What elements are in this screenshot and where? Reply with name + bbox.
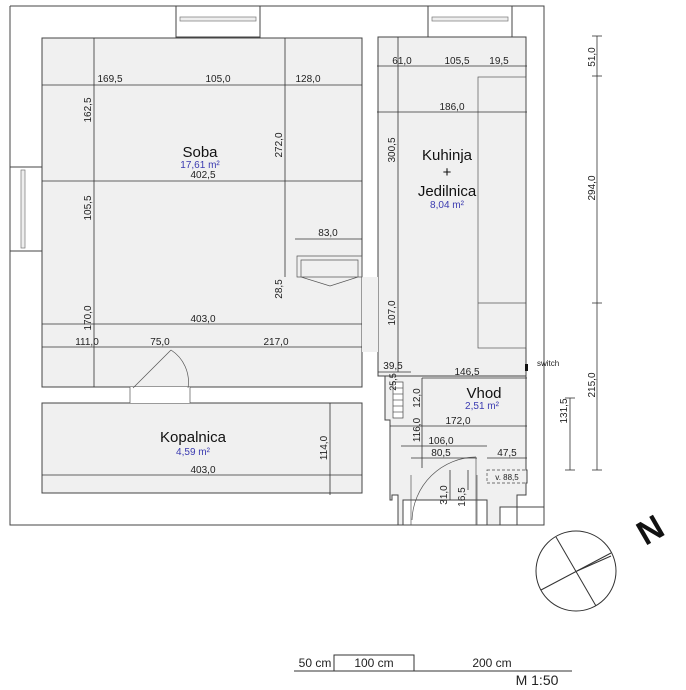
dim-label: 105,0 bbox=[205, 74, 230, 85]
dim-label: 12,0 bbox=[412, 388, 423, 408]
dim-label: 106,0 bbox=[428, 436, 453, 447]
dim-label: 51,0 bbox=[587, 47, 598, 67]
room-name-kopalnica: Kopalnica bbox=[160, 429, 227, 446]
room-kopalnica bbox=[41, 402, 363, 494]
stairs-icon bbox=[392, 381, 404, 419]
room-area-kuhinja: 8,04 m² bbox=[430, 200, 465, 211]
dim-label: 114,0 bbox=[319, 435, 330, 460]
dim-label: v. 88,5 bbox=[495, 473, 519, 482]
room-area-soba: 17,61 m² bbox=[180, 160, 220, 171]
dim-label: 272,0 bbox=[274, 132, 285, 157]
room-soba bbox=[41, 37, 363, 388]
dim-label: 107,0 bbox=[387, 300, 398, 325]
dim-label: 61,0 bbox=[392, 56, 412, 67]
scale-label-200: 200 cm bbox=[472, 656, 511, 670]
compass-icon bbox=[535, 530, 617, 612]
dim-label: 16,5 bbox=[457, 487, 468, 507]
dim-label: 111,0 bbox=[75, 337, 99, 348]
dim-label: 28,5 bbox=[274, 279, 285, 299]
room-name-kuhinja: Kuhinja bbox=[422, 147, 473, 164]
dimension-labels: 169,5 105,0 128,0 402,5 83,0 403,0 111,0… bbox=[75, 47, 598, 507]
dim-label: 83,0 bbox=[318, 228, 338, 239]
dashed-box bbox=[486, 469, 528, 484]
dim-label: 75,0 bbox=[150, 337, 170, 348]
switch-label: switch bbox=[537, 359, 559, 368]
dim-label: 172,0 bbox=[445, 416, 470, 427]
dim-label: 186,0 bbox=[439, 102, 464, 113]
window-soba-top bbox=[175, 5, 261, 38]
dim-label: 169,5 bbox=[97, 74, 122, 85]
dim-label: 170,0 bbox=[83, 305, 94, 330]
door-kopalnica bbox=[129, 349, 191, 403]
north-label: N bbox=[630, 508, 670, 553]
room-name-soba: Soba bbox=[182, 144, 218, 161]
scale-ratio: M 1:50 bbox=[516, 672, 559, 688]
scale-label-100: 100 cm bbox=[354, 656, 393, 670]
window-soba-left bbox=[9, 166, 43, 252]
dim-label: 105,5 bbox=[444, 56, 469, 67]
dim-label: 47,5 bbox=[497, 448, 517, 459]
dim-label: 294,0 bbox=[587, 175, 598, 200]
corridor bbox=[362, 277, 378, 352]
dim-label: 19,5 bbox=[489, 56, 509, 67]
dim-label: 146,5 bbox=[454, 367, 479, 378]
room-area-kopalnica: 4,59 m² bbox=[176, 447, 211, 458]
dim-label: 215,0 bbox=[587, 372, 598, 397]
dimension-lines bbox=[42, 35, 602, 500]
dim-label: 80,5 bbox=[431, 448, 451, 459]
room-name-jedilnica: Jedilnica bbox=[418, 183, 477, 200]
scale-label-50: 50 cm bbox=[299, 656, 332, 670]
chimney bbox=[296, 255, 363, 287]
dim-label: 25,5 bbox=[388, 373, 398, 391]
dim-label: 402,5 bbox=[190, 170, 215, 181]
dim-label: 217,0 bbox=[263, 337, 288, 348]
dim-label: 403,0 bbox=[190, 314, 215, 325]
dim-label: 39,5 bbox=[383, 361, 403, 372]
room-area-vhod: 2,51 m² bbox=[465, 401, 500, 412]
kitchen-counter bbox=[477, 76, 527, 349]
dim-label: 116,0 bbox=[412, 417, 423, 442]
dim-label: 162,5 bbox=[83, 97, 94, 122]
dim-label: 105,5 bbox=[83, 195, 94, 220]
dim-label: 403,0 bbox=[190, 465, 215, 476]
dim-label: 300,5 bbox=[387, 137, 398, 162]
dim-label: 31,0 bbox=[439, 485, 450, 505]
room-name-plus: + bbox=[443, 164, 452, 181]
switch-mark bbox=[525, 364, 528, 371]
dim-label: 128,0 bbox=[295, 74, 320, 85]
scale-bar: 50 cm 100 cm 200 cm M 1:50 bbox=[294, 654, 572, 688]
dim-label: 131,5 bbox=[559, 398, 570, 423]
room-vhod bbox=[384, 375, 528, 526]
window-kitchen-top bbox=[427, 5, 513, 38]
room-name-vhod: Vhod bbox=[466, 385, 501, 402]
